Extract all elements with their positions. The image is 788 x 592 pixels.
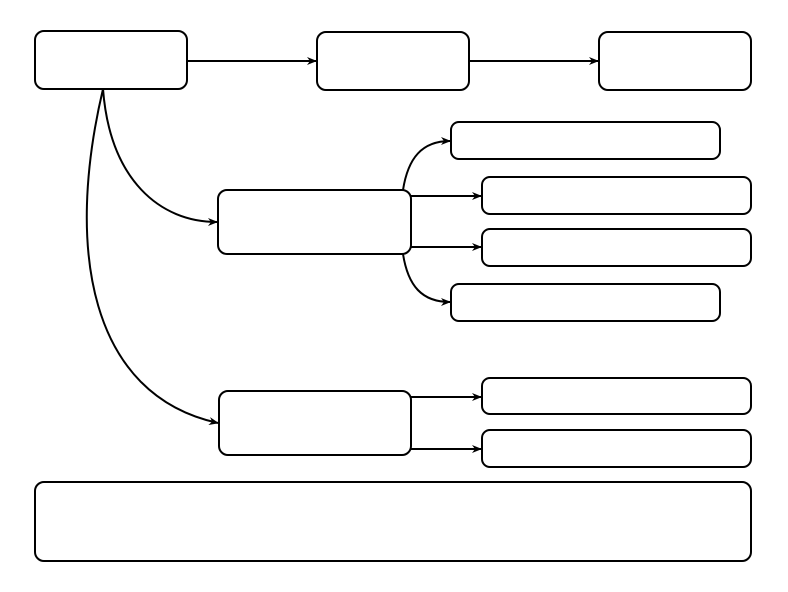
node-branch-a-child-3 — [481, 228, 752, 267]
edge-brancha-child4 — [402, 253, 451, 306]
node-branch-a-child-2 — [481, 176, 752, 215]
node-branch-b — [218, 390, 412, 456]
node-top-3 — [598, 31, 752, 91]
edge-top1-brancha — [102, 88, 218, 226]
node-top-1 — [34, 30, 188, 90]
node-top-2 — [316, 31, 470, 91]
edge-top1-branchb — [85, 88, 219, 425]
node-branch-a-child-1 — [450, 121, 721, 160]
node-branch-a-child-4 — [450, 283, 721, 322]
node-branch-a — [217, 189, 412, 255]
edge-brancha-child1 — [402, 137, 451, 191]
node-branch-b-child-1 — [481, 377, 752, 415]
node-branch-b-child-2 — [481, 429, 752, 468]
node-footer-box — [34, 481, 752, 562]
